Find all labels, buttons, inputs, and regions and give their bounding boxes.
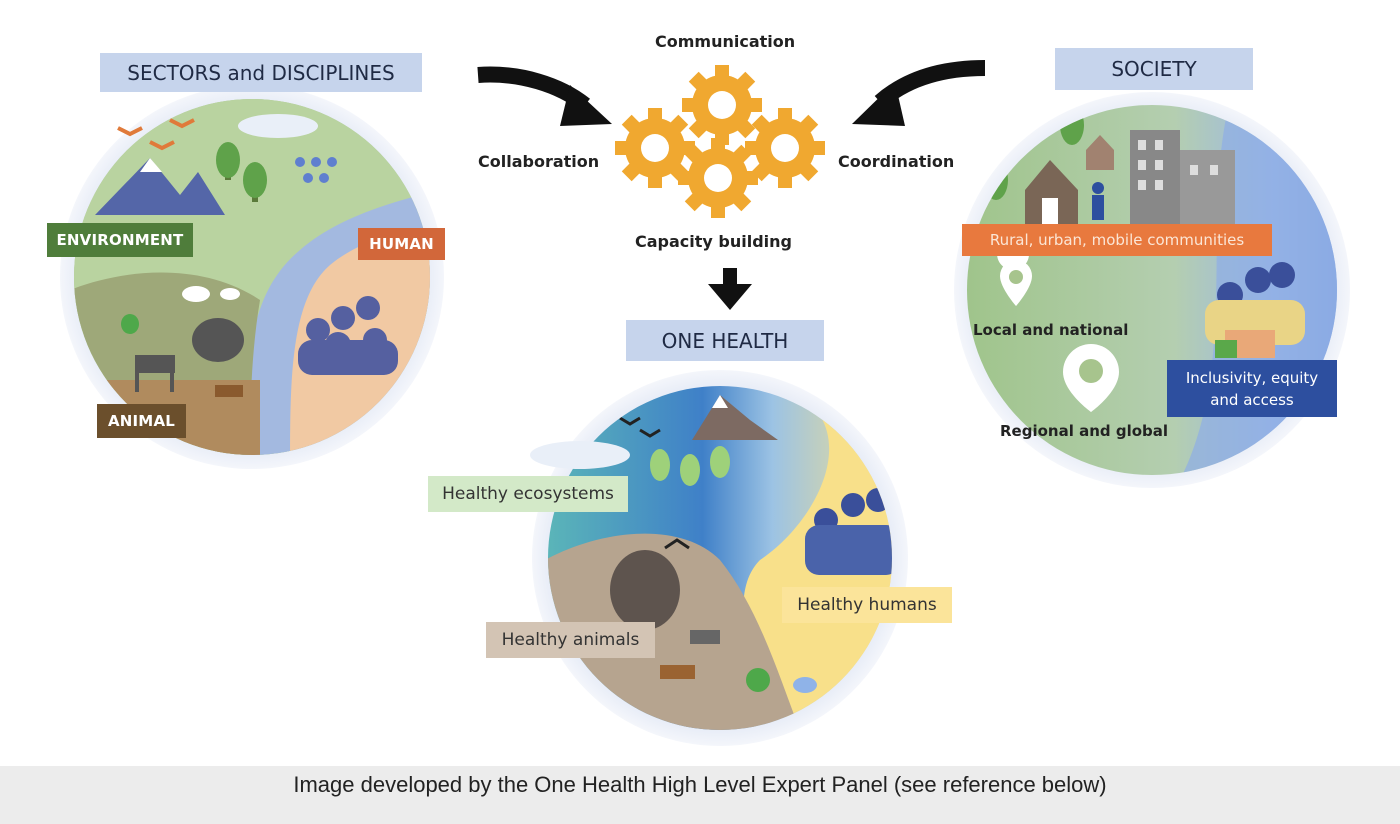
environment-tag: ENVIRONMENT xyxy=(47,223,193,257)
healthy-animals-tag: Healthy animals xyxy=(486,622,655,658)
regional-global-label: Regional and global xyxy=(1000,422,1169,440)
coordination-label: Coordination xyxy=(838,152,955,171)
inclusivity-tag: Inclusivity, equity and access xyxy=(1167,360,1337,417)
arrow-left-icon xyxy=(477,66,612,126)
inclusivity-line1: Inclusivity, equity xyxy=(1185,368,1319,387)
one-health-title: ONE HEALTH xyxy=(626,320,824,361)
collaboration-label: Collaboration xyxy=(478,152,600,171)
animal-tag: ANIMAL xyxy=(97,404,186,438)
healthy-humans-tag: Healthy humans xyxy=(782,587,952,623)
society-title: SOCIETY xyxy=(1055,48,1253,90)
caption-text: Image developed by the One Health High L… xyxy=(293,772,1107,797)
human-tag: HUMAN xyxy=(358,228,445,260)
gears-icon xyxy=(615,65,825,218)
one-health-circle xyxy=(530,370,908,746)
image-caption: Image developed by the One Health High L… xyxy=(0,766,1400,824)
sectors-title: SECTORS and DISCIPLINES xyxy=(100,53,422,92)
arrow-right-icon xyxy=(852,60,986,126)
capacity-building-label: Capacity building xyxy=(635,232,792,251)
communication-label: Communication xyxy=(655,32,796,51)
arrow-down-icon xyxy=(708,268,752,310)
healthy-ecosystems-tag: Healthy ecosystems xyxy=(428,476,628,512)
inclusivity-line2: and access xyxy=(1210,390,1294,409)
local-national-label: Local and national xyxy=(973,321,1129,339)
communities-tag: Rural, urban, mobile communities xyxy=(962,224,1272,256)
